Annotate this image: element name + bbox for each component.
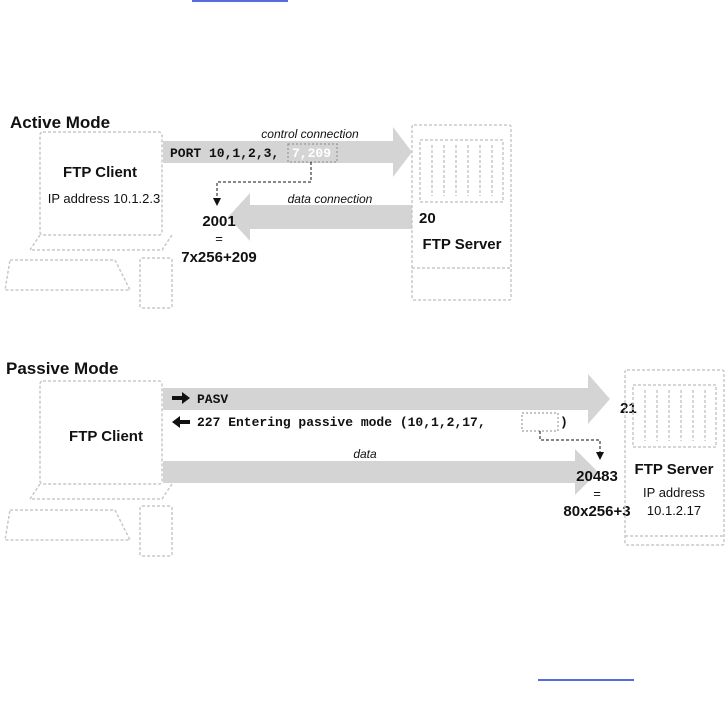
passive-server-ip-line2: 10.1.2.17	[647, 503, 701, 518]
active-client-port: 2001	[202, 213, 235, 230]
active-port-pointer	[213, 162, 312, 206]
passive-request-arrow-icon	[172, 392, 190, 404]
active-client-ip: IP address 10.1.2.3	[48, 191, 161, 206]
passive-response-text: 227 Entering passive mode (10,1,2,17,	[197, 415, 486, 430]
passive-formula: 80x256+3	[563, 503, 630, 520]
active-equals: =	[215, 231, 223, 246]
passive-port-highlight: 80,3	[525, 415, 556, 430]
passive-equals: =	[593, 486, 601, 501]
passive-data-label: data	[353, 447, 377, 461]
active-data-label: data connection	[288, 192, 373, 206]
passive-server-ip-line1: IP address	[643, 485, 705, 500]
passive-server-name: FTP Server	[635, 461, 714, 478]
passive-client-computer	[4, 380, 173, 557]
passive-server-tower	[624, 369, 725, 546]
active-control-label: control connection	[261, 127, 359, 141]
passive-control-port: 21	[620, 400, 637, 417]
active-server-tower	[411, 124, 512, 301]
passive-response-end: )	[560, 415, 568, 430]
passive-data-port: 20483	[576, 468, 618, 485]
passive-data-arrow	[163, 449, 598, 495]
passive-response-arrow-icon	[172, 416, 190, 428]
active-server-name: FTP Server	[423, 236, 502, 253]
passive-pasv-command: PASV	[197, 392, 228, 407]
active-port-highlight-box	[287, 143, 338, 163]
active-data-arrow	[228, 193, 412, 241]
active-client-name: FTP Client	[63, 164, 137, 181]
active-port-highlight: 7,209	[292, 146, 331, 161]
active-formula: 7x256+209	[181, 249, 257, 266]
passive-control-arrow	[163, 374, 610, 424]
passive-port-pointer	[539, 431, 604, 460]
passive-client-name: FTP Client	[69, 428, 143, 445]
active-mode-title: Active Mode	[10, 113, 110, 132]
active-client-computer	[4, 131, 173, 309]
passive-mode-title: Passive Mode	[6, 359, 118, 378]
active-port-command: PORT 10,1,2,3,	[170, 146, 279, 161]
active-server-port: 20	[419, 210, 436, 227]
